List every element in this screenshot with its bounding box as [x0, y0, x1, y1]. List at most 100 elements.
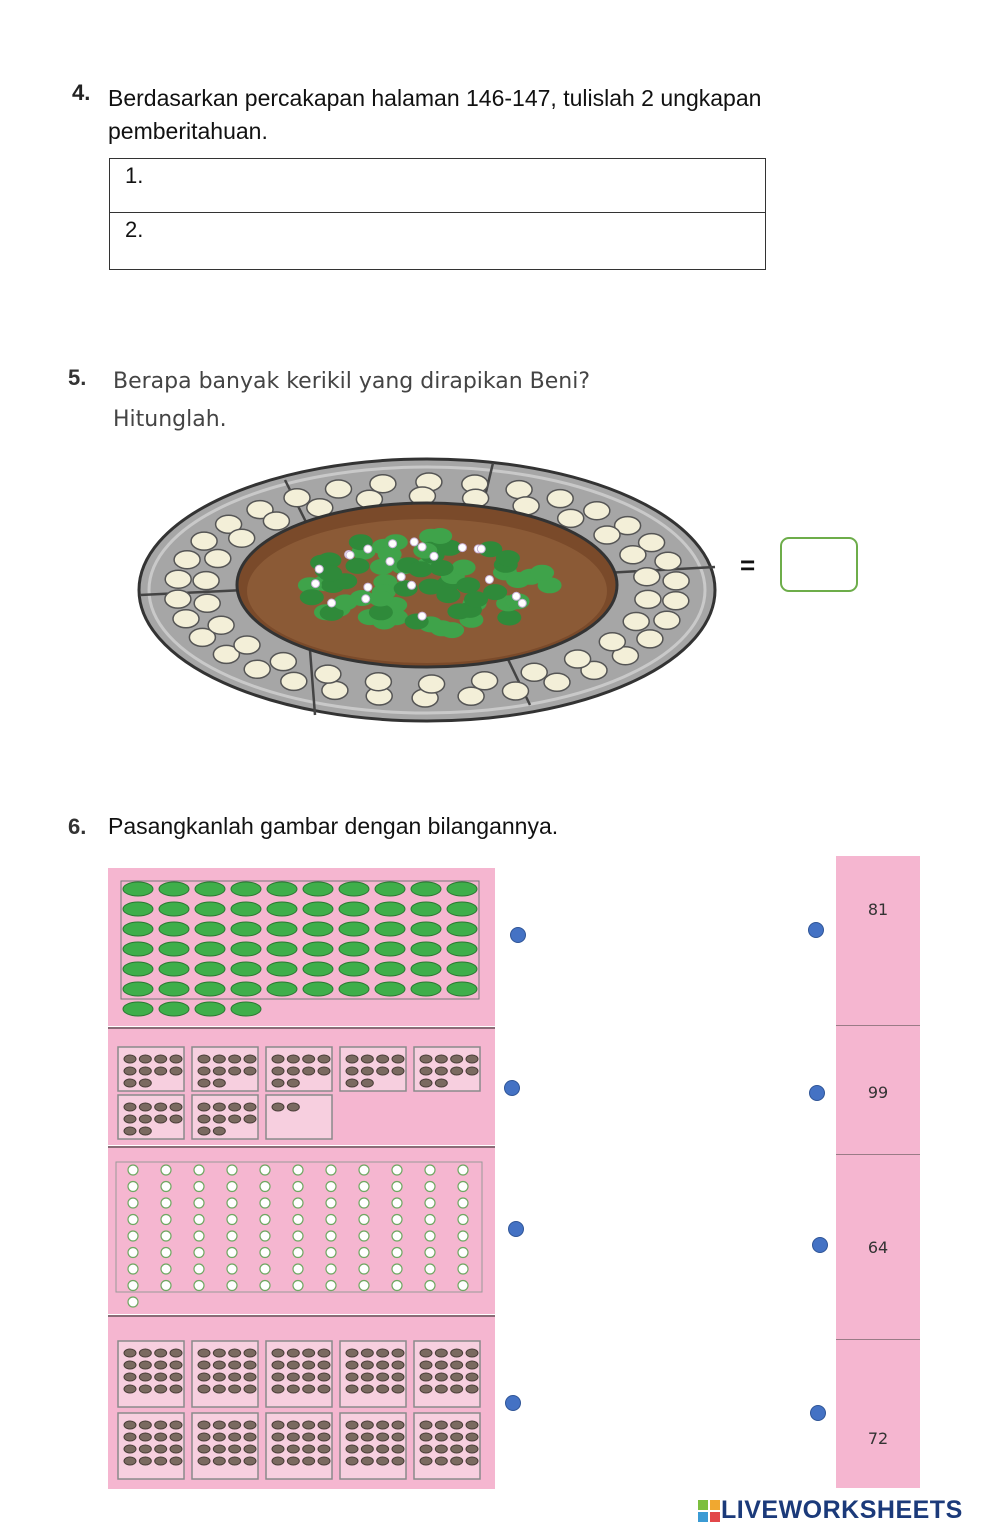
flower [128, 1281, 138, 1291]
question-5-text: Berapa banyak kerikil yang dirapikan Ben… [113, 363, 590, 439]
match-dot-left-3[interactable] [508, 1221, 524, 1237]
leaf [375, 942, 405, 956]
stone [318, 1067, 330, 1075]
plant-leaf [369, 604, 393, 620]
stone [420, 1079, 432, 1087]
leaf [339, 982, 369, 996]
stone [377, 1421, 389, 1429]
stone [392, 1421, 404, 1429]
match-dot-left-1[interactable] [510, 927, 526, 943]
flower [392, 1231, 402, 1241]
flower [227, 1182, 237, 1192]
stone [318, 1349, 330, 1357]
flower [293, 1165, 303, 1175]
match-dot-left-2[interactable] [504, 1080, 520, 1096]
flower [293, 1231, 303, 1241]
stone [303, 1373, 315, 1381]
flower [161, 1198, 171, 1208]
leaf [123, 922, 153, 936]
stone [361, 1055, 373, 1063]
flower [458, 1165, 468, 1175]
stone [213, 1445, 225, 1453]
stone [198, 1373, 210, 1381]
pebble [623, 613, 649, 631]
stone [420, 1055, 432, 1063]
leaf [303, 982, 333, 996]
pebble [234, 636, 260, 654]
stone [124, 1349, 136, 1357]
flower [260, 1198, 270, 1208]
answer-row-1-input[interactable] [158, 165, 748, 201]
stone [170, 1067, 182, 1075]
stone [139, 1079, 151, 1087]
stone [213, 1349, 225, 1357]
stone [346, 1067, 358, 1075]
stone [272, 1433, 284, 1441]
pebble [244, 660, 270, 678]
match-dot-right-4[interactable] [810, 1405, 826, 1421]
pebble [558, 509, 584, 527]
pebble [503, 682, 529, 700]
flower [128, 1248, 138, 1258]
plant-leaf [497, 610, 521, 626]
question-6-text: Pasangkanlah gambar dengan bilangannya. [108, 813, 558, 840]
stone [377, 1385, 389, 1393]
question-5-number: 5. [68, 365, 86, 391]
leaf [375, 882, 405, 896]
match-dot-right-2[interactable] [809, 1085, 825, 1101]
plant-leaf [346, 558, 370, 574]
match-dot-left-4[interactable] [505, 1395, 521, 1411]
leaf [123, 1002, 153, 1016]
stone [318, 1361, 330, 1369]
leaf [231, 942, 261, 956]
stone [244, 1349, 256, 1357]
number-64: 64 [836, 1238, 920, 1257]
match-dot-right-1[interactable] [808, 922, 824, 938]
flower [326, 1165, 336, 1175]
flower [458, 1182, 468, 1192]
stone [318, 1385, 330, 1393]
leaf [159, 982, 189, 996]
stone [139, 1055, 151, 1063]
flower [260, 1231, 270, 1241]
plant-flower [430, 552, 438, 560]
stone [392, 1445, 404, 1453]
leaf [195, 942, 225, 956]
match-dot-right-3[interactable] [812, 1237, 828, 1253]
stone [361, 1373, 373, 1381]
flower [194, 1264, 204, 1274]
leaf [411, 882, 441, 896]
stone [244, 1445, 256, 1453]
stone [361, 1445, 373, 1453]
stone [287, 1067, 299, 1075]
flower [128, 1198, 138, 1208]
stone [198, 1103, 210, 1111]
stone [451, 1433, 463, 1441]
pebble [472, 672, 498, 690]
stone [272, 1373, 284, 1381]
pebble [322, 681, 348, 699]
flower [425, 1281, 435, 1291]
plant-leaf [409, 561, 433, 577]
flower [359, 1248, 369, 1258]
flower [458, 1281, 468, 1291]
leaf [339, 882, 369, 896]
stone [451, 1421, 463, 1429]
flower [293, 1281, 303, 1291]
plant-leaf [440, 622, 464, 638]
stone [361, 1079, 373, 1087]
number-cell-3: 64 [836, 1155, 920, 1340]
stone [451, 1067, 463, 1075]
stone [287, 1421, 299, 1429]
answer-row-2-input[interactable] [158, 219, 748, 255]
stone [229, 1457, 241, 1465]
flower [392, 1281, 402, 1291]
stone [229, 1067, 241, 1075]
pebble-box [266, 1095, 332, 1139]
stone [392, 1373, 404, 1381]
pebble [281, 672, 307, 690]
stone [451, 1457, 463, 1465]
stone [420, 1361, 432, 1369]
pebble-count-answer-box[interactable] [780, 537, 858, 592]
large-pebble-boxes [108, 1317, 495, 1489]
